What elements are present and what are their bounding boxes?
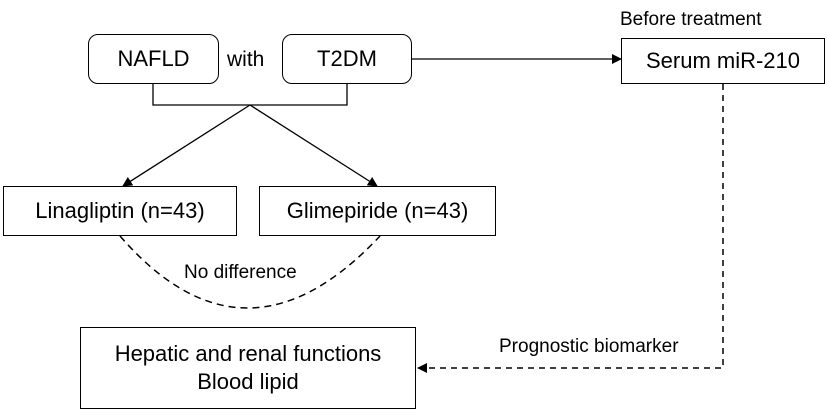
outcome-box: Hepatic and renal functions Blood lipid (80, 327, 416, 409)
before-treatment-label: Before treatment (620, 9, 762, 30)
serum-mir210-label: Serum miR-210 (645, 48, 801, 73)
outcome-line-blood-lipid: Blood lipid (197, 369, 299, 394)
linagliptin-label: Linagliptin (n=43) (35, 198, 205, 223)
arrow-to-glimepiride (249, 104, 378, 187)
no-difference-label: No difference (184, 262, 297, 283)
nafld-label: NAFLD (117, 46, 190, 71)
glimepiride-box: Glimepiride (n=43) (259, 186, 496, 236)
prognostic-arrow (417, 84, 724, 373)
t2dm-box: T2DM (282, 34, 412, 84)
bracket-connector (152, 84, 348, 106)
nafld-box: NAFLD (88, 34, 219, 84)
serum-mir210-box: Serum miR-210 (621, 38, 825, 84)
linagliptin-box: Linagliptin (n=43) (3, 186, 237, 236)
arrow-to-linagliptin (122, 104, 251, 187)
outcome-line-hepatic-renal: Hepatic and renal functions (114, 341, 382, 366)
t2dm-label: T2DM (317, 46, 377, 71)
with-label: with (227, 48, 265, 71)
no-difference-curve (119, 235, 381, 309)
prognostic-biomarker-label: Prognostic biomarker (499, 336, 679, 357)
glimepiride-label: Glimepiride (n=43) (286, 198, 469, 223)
